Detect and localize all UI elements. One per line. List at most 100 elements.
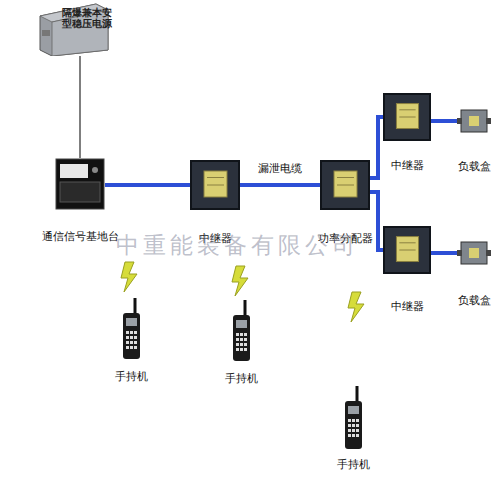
phone-node: 手持机 xyxy=(230,300,252,362)
cable-gland xyxy=(457,118,462,124)
device-knob xyxy=(92,167,98,173)
panel-line xyxy=(399,109,415,110)
base-node: 通信信号基地台 xyxy=(55,158,105,210)
node-label: 手持机 xyxy=(312,458,394,471)
radio-key xyxy=(244,348,247,351)
cable-connector xyxy=(105,183,190,187)
radio-key xyxy=(352,429,355,432)
relay-node: 中继器 xyxy=(383,226,431,274)
radio-key xyxy=(126,341,129,344)
node-caption: 负载盒 xyxy=(442,160,500,173)
phone-icon xyxy=(120,298,142,360)
load-icon xyxy=(457,108,491,134)
device-body xyxy=(384,227,430,273)
radio-key xyxy=(130,341,133,344)
panel-line xyxy=(399,242,415,243)
radio-key xyxy=(126,331,129,334)
device-body xyxy=(56,159,104,209)
cable-gland xyxy=(42,30,50,36)
radio-screen xyxy=(236,320,247,328)
radio-key xyxy=(244,333,247,336)
radio-body xyxy=(345,401,362,449)
radio-screen xyxy=(126,318,137,326)
device-panel xyxy=(60,182,100,202)
panel-line xyxy=(337,177,354,178)
device-body xyxy=(461,242,487,264)
relay-icon xyxy=(383,93,431,141)
radio-key xyxy=(352,424,355,427)
radio-key xyxy=(348,429,351,432)
radio-key xyxy=(356,434,359,437)
cable-gland xyxy=(486,250,491,256)
node-caption: 手持机 xyxy=(90,370,172,383)
node-label: 中继器 xyxy=(357,159,457,172)
cable-connector xyxy=(431,251,457,255)
cable-gland xyxy=(486,118,491,124)
node-label: 中继器 xyxy=(357,300,457,313)
base-icon xyxy=(55,158,105,210)
cable-connector xyxy=(240,183,320,187)
radio-key xyxy=(348,434,351,437)
node-label: 负载盒 xyxy=(442,160,500,173)
load-node: 负载盒 xyxy=(457,108,491,134)
radio-key xyxy=(134,346,137,349)
radio-key xyxy=(244,338,247,341)
device-panel xyxy=(469,248,479,258)
antenna xyxy=(244,300,247,316)
node-label: 手持机 xyxy=(200,372,282,385)
node-caption: 中继器 xyxy=(357,159,457,172)
device-panel xyxy=(204,171,227,197)
wireless-bolt xyxy=(348,292,364,322)
watermark: 中重能装备有限公司 xyxy=(116,230,359,261)
radio-key xyxy=(356,419,359,422)
radio-key xyxy=(236,348,239,351)
radio-key xyxy=(352,419,355,422)
radio-key xyxy=(240,343,243,346)
cable-connector xyxy=(79,56,81,158)
node-caption: 中继器 xyxy=(357,300,457,313)
phone-icon xyxy=(342,386,364,450)
relay-node: 中继器 xyxy=(383,93,431,141)
device-body xyxy=(461,110,487,132)
node-label: 手持机 xyxy=(90,370,172,383)
radio-key xyxy=(240,348,243,351)
wireless-bolt xyxy=(232,266,248,296)
cable-label: 漏泄电缆 xyxy=(258,161,302,176)
radio-key xyxy=(240,338,243,341)
radio-key xyxy=(244,343,247,346)
radio-key xyxy=(236,338,239,341)
device-body xyxy=(321,161,369,209)
phone-icon xyxy=(230,300,252,362)
antenna xyxy=(134,298,137,314)
radio-key xyxy=(356,429,359,432)
phone-node: 手持机 xyxy=(120,298,142,360)
panel-line xyxy=(399,117,415,118)
node-caption: 负载盒 xyxy=(442,294,500,307)
radio-key xyxy=(126,336,129,339)
node-caption: 隔爆兼本安型稳压电源 xyxy=(62,7,112,29)
radio-key xyxy=(240,333,243,336)
wireless-bolt xyxy=(121,262,137,292)
radio-key xyxy=(134,331,137,334)
node-label: 通信信号基地台 xyxy=(30,230,130,243)
radio-body xyxy=(233,315,250,361)
node-caption: 手持机 xyxy=(200,372,282,385)
relay-icon xyxy=(383,226,431,274)
panel-line xyxy=(207,185,224,186)
device-body xyxy=(191,161,239,209)
radio-key xyxy=(134,336,137,339)
node-caption: 手持机 xyxy=(312,458,394,471)
phone-node: 手持机 xyxy=(342,386,364,450)
relay-icon xyxy=(320,160,370,210)
radio-key xyxy=(130,346,133,349)
radio-key xyxy=(356,424,359,427)
radio-key xyxy=(348,424,351,427)
panel-line xyxy=(207,177,224,178)
radio-body xyxy=(123,313,140,359)
device-panel xyxy=(334,171,357,197)
node-label: 隔爆兼本安型稳压电源 xyxy=(62,7,112,29)
relay-node: 中继器 xyxy=(190,160,240,210)
device-panel xyxy=(469,116,479,126)
antenna xyxy=(356,386,359,402)
